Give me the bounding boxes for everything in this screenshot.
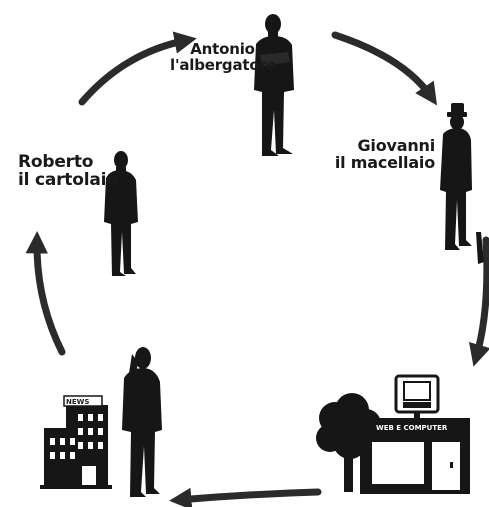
arrow-roberto-to-antonio xyxy=(78,31,197,106)
person-role: il cartolaio xyxy=(18,169,118,190)
person-name: Antonio xyxy=(190,40,255,58)
person-name: Giovanni xyxy=(357,136,435,155)
label-antonio: Antonio l'albergatore xyxy=(170,40,277,74)
person-role: l'albergatore xyxy=(170,55,277,74)
computer-icon xyxy=(394,374,440,418)
person-role: il macellaio xyxy=(334,152,435,172)
arrow-antonio-to-giovanni xyxy=(331,31,438,106)
building-icon xyxy=(40,395,112,489)
arrow-giovanni-to-shop xyxy=(469,236,489,367)
person-name: Roberto xyxy=(18,152,94,172)
person-silhouette-icon xyxy=(104,151,138,276)
person-silhouette-icon xyxy=(440,103,484,264)
shop-icon xyxy=(360,418,470,494)
arrow-shop-to-news xyxy=(169,487,322,507)
label-giovanni: Giovanni il macellaio xyxy=(317,136,435,172)
shop-sign: WEB E COMPUTER xyxy=(376,424,448,432)
newsstand-sign: NEWS xyxy=(66,398,90,406)
label-roberto: Roberto il cartolaio xyxy=(18,152,128,190)
person-silhouette-icon xyxy=(122,347,162,497)
person-silhouette-icon xyxy=(254,14,294,156)
arrow-news-to-roberto xyxy=(25,231,66,356)
